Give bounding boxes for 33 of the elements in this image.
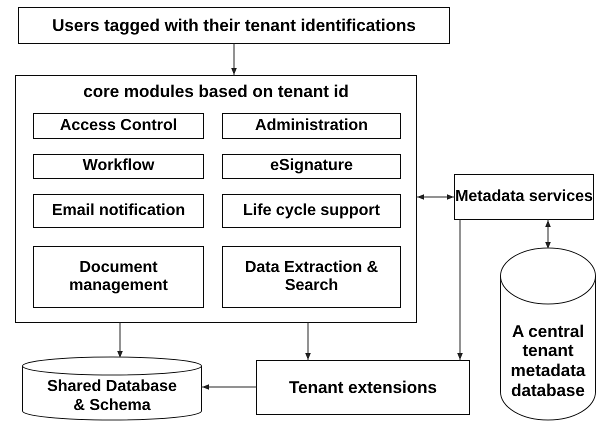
arrow [117, 322, 123, 358]
module-box [33, 246, 204, 308]
process-box [18, 7, 450, 44]
module-box [222, 113, 401, 139]
box-label: Email notification [52, 202, 186, 220]
arrow [545, 220, 551, 250]
arrow [231, 44, 237, 76]
arrow [457, 220, 463, 360]
arrow [416, 194, 454, 200]
module-box [222, 194, 401, 228]
container-title: core modules based on tenant id [83, 82, 349, 102]
box-label: Administration [255, 116, 368, 136]
arrow [305, 322, 311, 360]
process-box [454, 174, 594, 220]
module-box [222, 246, 401, 308]
box-label: Tenant extensions [289, 378, 437, 398]
box-label: Life cycle support [243, 202, 380, 220]
module-box [33, 154, 204, 179]
box-label: Shared Database & Schema [46, 378, 178, 415]
module-box [222, 154, 401, 179]
container-box [15, 75, 417, 323]
box-label: Document management [68, 258, 169, 296]
box-label: Workflow [82, 157, 154, 176]
box-label: A central tenant metadata database [510, 322, 586, 400]
arrow [202, 384, 256, 390]
box-label: Data Extraction & Search [244, 258, 380, 296]
box-label: Access Control [60, 116, 178, 136]
process-box [256, 360, 470, 415]
box-label: Users tagged with their tenant identifications [52, 16, 416, 36]
module-box [33, 194, 204, 228]
module-box [33, 113, 204, 139]
box-label: eSignature [270, 157, 353, 176]
box-label: Metadata services [455, 188, 593, 206]
